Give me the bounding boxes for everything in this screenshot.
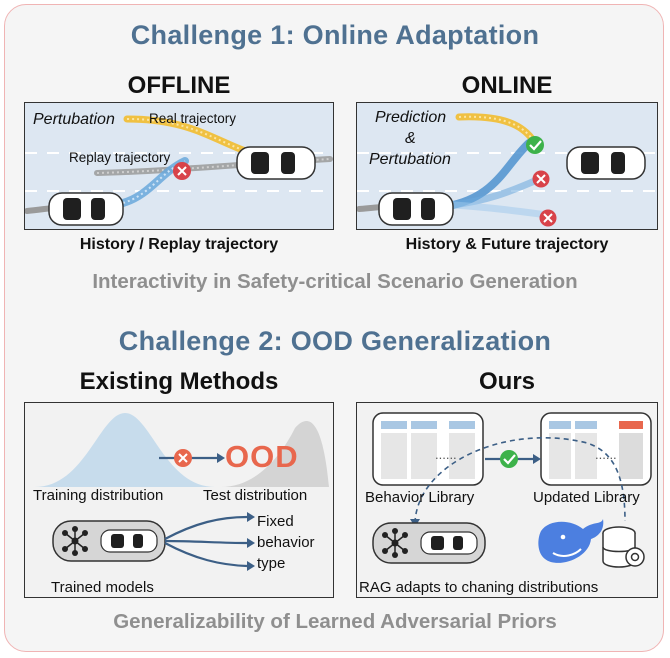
database-settings-icon: [602, 526, 645, 568]
test-distribution-curve: [221, 421, 329, 487]
training-distribution-label: Training distribution: [33, 487, 164, 504]
ampersand-label: &: [405, 130, 416, 147]
fail-x-icon: [532, 170, 550, 188]
ego-car-icon: [378, 192, 454, 226]
test-distribution-label: Test distribution: [203, 487, 308, 504]
npc-car-icon: [566, 146, 646, 180]
offline-heading: OFFLINE: [127, 72, 231, 99]
online-caption: History & Future trajectory: [405, 236, 609, 253]
challenge1-footer: Interactivity in Safety-critical Scenari…: [92, 270, 578, 293]
rag-caption: RAG adapts to chaning distributions: [359, 579, 599, 596]
ego-car-icon: [48, 192, 124, 226]
fixed-output-arrow: [164, 542, 248, 568]
challenge2-footer: Generalizability of Learned Adversarial …: [113, 610, 557, 633]
rag-model-icon: [372, 522, 486, 564]
fixed-output-arrow: [164, 539, 248, 545]
perturbation-label: Pertubation: [369, 151, 451, 168]
offline-caption: History / Replay trajectory: [79, 236, 279, 253]
online-heading: ONLINE: [461, 72, 553, 99]
fail-x-icon: [539, 209, 557, 227]
behavior-library-label: Behavior Library: [365, 489, 475, 506]
fixed-line-2: behavior: [257, 534, 315, 551]
online-panel: Prediction & Pertubation: [356, 102, 658, 230]
retrieval-dashed-arrow: [414, 437, 626, 524]
challenge1-title: Challenge 1: Online Adaptation: [130, 20, 540, 50]
existing-panel: Training distribution Test distribution …: [24, 402, 334, 598]
trained-models-label: Trained models: [51, 579, 154, 596]
existing-heading: Existing Methods: [79, 368, 279, 395]
ours-heading: Ours: [478, 368, 535, 395]
library-ellipsis: ......: [435, 447, 457, 462]
future-trajectory-3: [449, 201, 551, 219]
success-check-icon: [500, 450, 518, 468]
fail-x-icon: [174, 449, 192, 467]
behavior-library-icon: [372, 412, 484, 486]
npc-car-icon: [236, 146, 316, 180]
offline-panel: Pertubation Real trajectory Replay traje…: [24, 102, 334, 230]
trained-model-icon: [52, 520, 166, 562]
replay-trajectory-label: Replay trajectory: [69, 150, 171, 165]
fixed-output-arrow: [164, 515, 248, 540]
updated-library-label: Updated Library: [533, 489, 640, 506]
library-ellipsis: ......: [595, 447, 617, 462]
training-distribution-curve: [35, 413, 215, 487]
whale-logo-icon: [538, 519, 604, 563]
perturbation-label: Pertubation: [33, 111, 115, 128]
fixed-line-3: type: [257, 555, 286, 572]
challenge2-title: Challenge 2: OOD Generalization: [118, 326, 552, 356]
fixed-line-1: Fixed: [257, 513, 294, 530]
updated-library-icon: [540, 412, 652, 486]
ours-panel: ...... ...... Behavior Library Updated L…: [356, 402, 658, 598]
success-check-icon: [526, 136, 544, 154]
collision-fail-icon: [173, 162, 191, 180]
ood-label: OOD: [225, 439, 299, 474]
real-trajectory-label: Real trajectory: [149, 111, 237, 126]
prediction-label: Prediction: [375, 109, 447, 126]
